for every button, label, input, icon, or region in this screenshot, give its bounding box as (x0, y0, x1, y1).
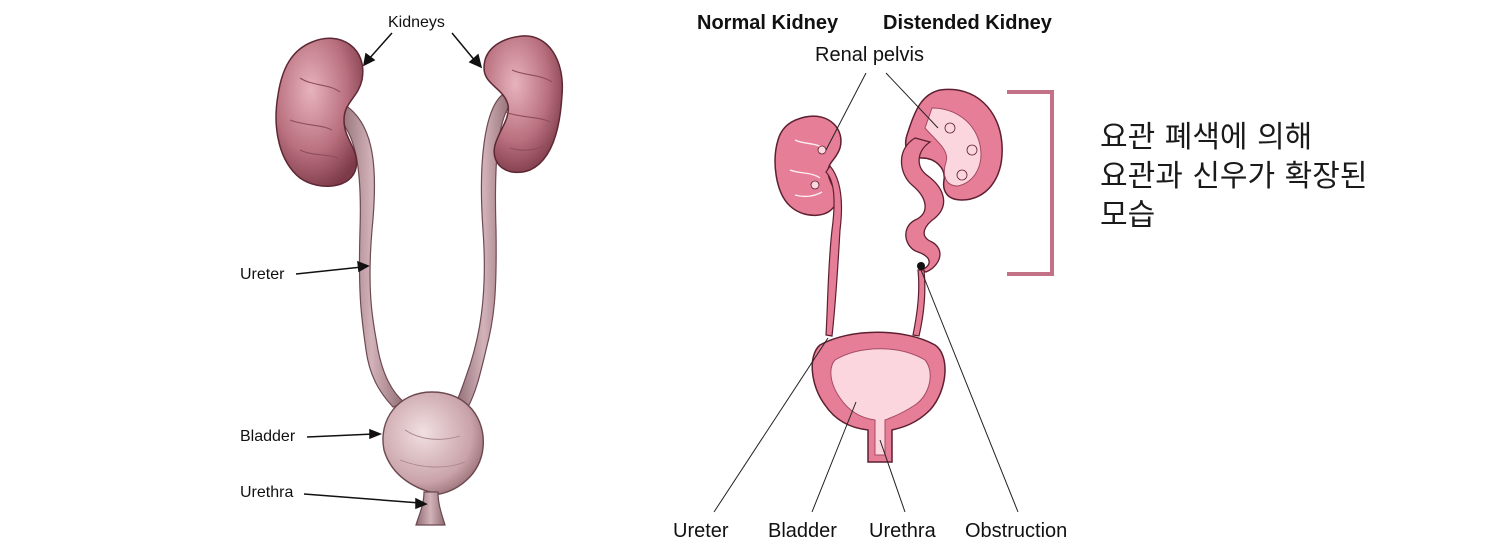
left-bladder (382, 391, 484, 495)
left-anatomy (275, 32, 564, 526)
label-bladder-right: Bladder (768, 520, 837, 542)
dilated-pelvis (924, 107, 982, 187)
bracket (1007, 90, 1054, 276)
label-ureter-right: Ureter (673, 520, 729, 542)
right-bladder-inner (830, 348, 931, 456)
label-bladder-left: Bladder (240, 428, 296, 445)
label-kidneys: Kidneys (388, 14, 445, 31)
obstruction-point (917, 262, 925, 270)
right-anatomy (713, 72, 1054, 513)
left-urethra (415, 491, 446, 526)
obstructed-ureter (912, 269, 926, 337)
left-kidney (275, 37, 364, 187)
label-ureter-left: Ureter (240, 266, 285, 283)
label-urethra-left: Urethra (240, 484, 294, 501)
label-urethra-right: Urethra (869, 520, 936, 542)
label-renal-pelvis: Renal pelvis (815, 44, 924, 66)
header-normal-kidney: Normal Kidney (697, 12, 839, 34)
annotation-text: 요관 폐색에 의해 요관과 신우가 확장된 모습 (1100, 120, 1368, 233)
normal-ureter (825, 164, 843, 337)
header-distended-kidney: Distended Kidney (883, 12, 1052, 34)
normal-kidney (774, 115, 842, 217)
right-kidney (483, 35, 564, 174)
label-obstruction: Obstruction (965, 520, 1068, 542)
